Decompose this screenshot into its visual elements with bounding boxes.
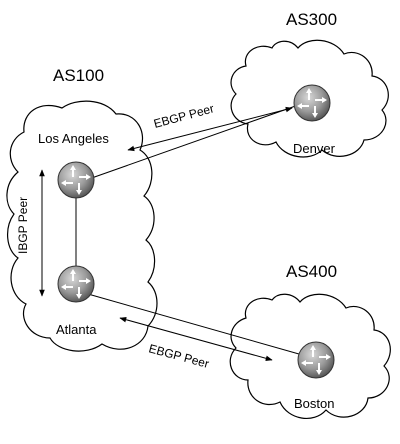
router-icon-atlanta [57,265,95,303]
router-name-boston: Boston [294,396,334,411]
ebgp-boston-label: EBGP Peer [147,341,210,371]
router-icon-los-angeles [57,161,95,199]
ebgp-denver-arrow [127,106,293,152]
router-icon-denver [293,84,331,122]
ibgp-label: IBGP Peer [16,197,30,254]
as400-title: AS400 [286,262,337,281]
router-name-atlanta: Atlanta [56,322,97,337]
as100-title: AS100 [53,66,104,85]
router-name-denver: Denver [293,141,336,156]
router-name-los-angeles: Los Angeles [38,131,109,146]
ebgp-boston-arrow [119,316,273,362]
ebgp-denver-label: EBGP Peer [152,101,215,131]
router-icon-boston [297,341,335,379]
as300-title: AS300 [286,10,337,29]
